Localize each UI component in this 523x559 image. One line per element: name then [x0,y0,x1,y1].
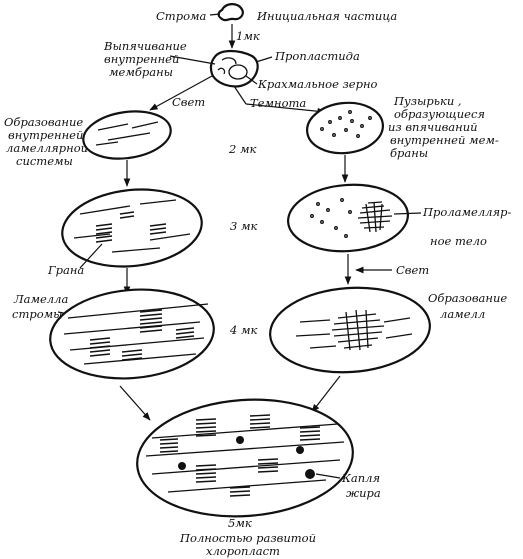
size-4-label: 4 мк [229,323,258,337]
plastid-stage-2-light [82,110,172,160]
plastid-stage-4-dark [269,286,431,374]
granum-5-4 [299,426,321,441]
lamella-label-2: стромы [12,307,63,321]
mature-chloroplast [136,398,354,518]
invagination-leader [169,55,216,65]
vesicles-label-3: из впячиваний [388,120,478,134]
granum-5-1 [159,438,179,453]
prolamellar-leader [393,212,422,215]
fat-droplet-1 [236,436,244,444]
mature-label-1: Полностью развитой [179,531,316,545]
darkness-branch-line [233,85,247,105]
stroma-label: Строма [156,9,207,23]
light-left-label: Свет [172,95,205,109]
granum-left-2 [149,223,167,235]
starch-grain-label: Крахмальное зерно [257,77,378,91]
proplastid [209,49,259,88]
lamellae-formation-label-1: Образование [428,291,507,305]
granum-5-6 [257,458,279,473]
proplastid-label: Пропластида [274,49,360,63]
proplastid-leader [255,56,273,63]
lamellae-formation-label-2: ламелл [440,307,485,321]
formation-label-4: системы [16,154,73,168]
vesicles-label-1: Пузырьки , [393,94,462,108]
size-1-label: 1мк [236,29,260,43]
granum-left-1 [95,223,113,243]
grana-leader [79,243,103,269]
plastid-stage-4-light [49,288,215,380]
granum-5-2 [195,418,217,437]
formation-label-2: внутренней [8,128,83,142]
lamellae-forming [295,309,413,351]
prolamellar-label-1: Проламелляр- [422,205,511,219]
arrow-right-4-5 [311,375,341,413]
invagination-label-2: внутренней [104,52,179,66]
invagination-label-1: Выпячивание [103,39,187,53]
granum-4-2 [139,309,163,333]
fat-droplet-label-2: жира [346,486,381,500]
fat-droplet-3 [296,446,304,454]
granum-5-3 [249,414,271,429]
plastid-stage-2-dark [306,101,384,155]
fat-droplet-label-1: Капля [341,471,380,485]
granum-left-3 [119,211,135,219]
size-5-label: 5мк [228,516,252,530]
granum-4-4 [175,327,195,339]
lamella-label-1: Ламелла [13,292,68,306]
starch-grain [228,64,248,80]
initial-particle [217,3,244,22]
size-2-label: 2 мк [228,142,257,156]
darkness-label: Темнота [250,96,306,110]
prolamellar-body [310,198,393,238]
starch-grain-leader [245,75,258,85]
fat-droplet-2 [178,462,186,470]
initial-particle-label: Инициальная частица [256,9,397,23]
prolamellar-label-2: ное тело [430,234,487,248]
plastid-stage-3-dark [287,183,409,253]
granum-4-1 [89,337,111,357]
arrow-to-dark-branch [245,103,326,115]
granum-5-5 [195,464,217,483]
arrow-left-4-5 [119,385,151,421]
stroma-leader [209,13,221,16]
vesicles-label-5: браны [390,146,428,160]
granum-4-3 [121,349,143,361]
light-right-label: Свет [396,263,429,277]
fat-droplet-4 [305,469,315,479]
vesicles-label-4: внутренней мем- [390,133,499,147]
size-3-label: 3 мк [230,219,258,233]
vesicles-label-2: образующиеся [394,107,485,121]
plastid-stage-3-light [61,188,203,268]
arrow-to-light-branch [149,75,213,111]
mature-label-2: хлоропласт [206,544,280,558]
invagination-label-3: мембраны [109,65,173,79]
fat-droplet-leader [315,473,341,479]
grana-label: Грана [47,263,84,277]
formation-label-1: Образование [4,115,83,129]
formation-label-3: ламеллярной [6,141,88,155]
granum-5-7 [229,486,251,497]
